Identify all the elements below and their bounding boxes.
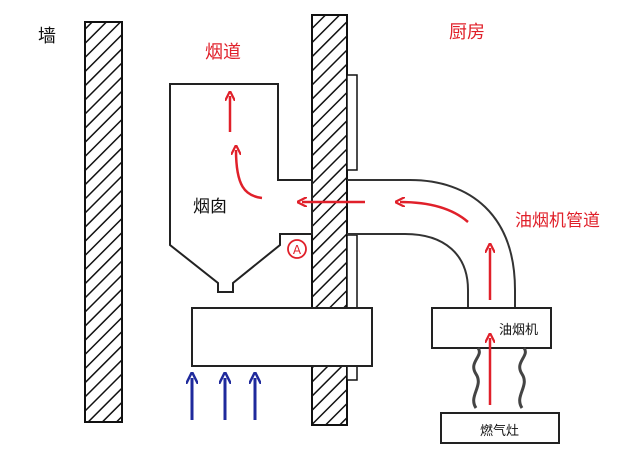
heat-wave-2 (518, 347, 527, 409)
chimney-body (169, 83, 313, 293)
stove-label: 燃气灶 (480, 424, 520, 439)
hood-duct-inner (347, 233, 469, 308)
flow-arrow-chimney-turn (236, 150, 263, 200)
stove-box (440, 412, 560, 444)
wall-label: 墙 (38, 26, 56, 47)
hood-duct-outer (347, 179, 516, 308)
wall-plate-upper (346, 74, 358, 171)
left-wall (84, 21, 123, 423)
hood-duct-label: 油烟机管道 (515, 211, 600, 231)
point-a-circle (287, 239, 307, 259)
flue-label: 烟道 (205, 42, 241, 63)
heat-wave-1 (472, 347, 481, 409)
flow-arrow-duct-curve (400, 202, 469, 223)
point-a-label: A (293, 243, 302, 257)
support-block (191, 307, 373, 367)
range-hood-label: 油烟机 (499, 323, 539, 338)
chimney-label: 烟囱 (193, 197, 227, 217)
kitchen-label: 厨房 (449, 22, 485, 43)
